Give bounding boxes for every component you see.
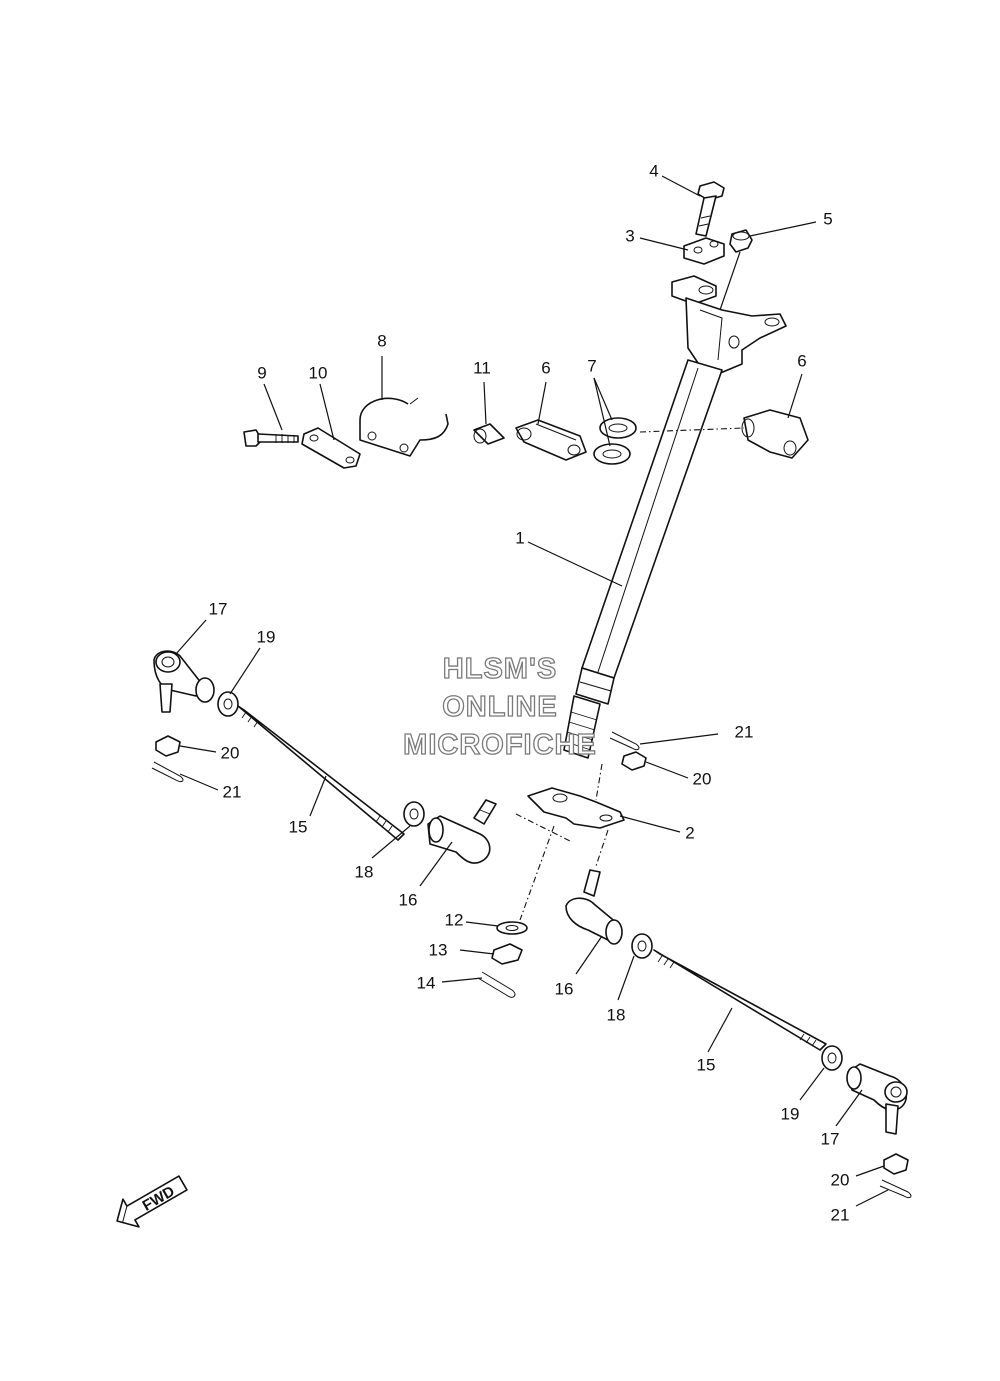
tie-rod-end-16-right bbox=[565, 869, 623, 945]
callout-17-right: 17 bbox=[821, 1130, 840, 1149]
callout-16-left: 16 bbox=[399, 891, 418, 910]
tie-rod-end-17-left bbox=[153, 650, 203, 713]
nut-20-left bbox=[155, 735, 181, 757]
washer-12 bbox=[496, 921, 528, 935]
bushing-6-left bbox=[515, 419, 587, 461]
nut-20-center bbox=[621, 751, 647, 771]
callout-6-right: 6 bbox=[797, 352, 806, 371]
callout-2: 2 bbox=[685, 824, 694, 843]
spring-clip-8 bbox=[359, 397, 449, 457]
callout-21-right: 21 bbox=[831, 1206, 850, 1225]
nut-20-right bbox=[883, 1153, 909, 1175]
callout-20-right: 20 bbox=[831, 1171, 850, 1190]
callout-7: 7 bbox=[587, 357, 596, 376]
watermark: HLSM'S ONLINE MICROFICHE bbox=[403, 652, 597, 761]
callout-17-left: 17 bbox=[209, 600, 228, 619]
callout-21-left: 21 bbox=[223, 783, 242, 802]
callout-6-left: 6 bbox=[541, 359, 550, 378]
callout-15-left: 15 bbox=[289, 818, 308, 837]
watermark-line-1: HLSM'S bbox=[443, 653, 557, 685]
tie-rod-end-17-right bbox=[846, 1063, 908, 1135]
cotter-pin-14 bbox=[477, 971, 516, 998]
washer-7 bbox=[593, 417, 637, 465]
bolt-4 bbox=[695, 181, 725, 237]
callout-10: 10 bbox=[309, 364, 328, 383]
callout-19-left: 19 bbox=[257, 628, 276, 647]
steering-shaft bbox=[563, 275, 787, 759]
callout-5: 5 bbox=[823, 210, 832, 229]
callout-15-right: 15 bbox=[697, 1056, 716, 1075]
watermark-line-2: ONLINE bbox=[442, 691, 558, 723]
pitman-arm-2 bbox=[527, 787, 625, 829]
grommet-5 bbox=[729, 229, 753, 253]
plate-10 bbox=[301, 427, 361, 469]
callout-labels: 1 2 3 4 5 6 6 7 8 9 10 11 12 13 14 15 15… bbox=[209, 162, 850, 1225]
callout-21-center: 21 bbox=[735, 723, 754, 742]
callout-11: 11 bbox=[473, 359, 491, 378]
callout-13: 13 bbox=[429, 941, 448, 960]
watermark-line-3: MICROFICHE bbox=[403, 729, 597, 761]
tie-rod-15-left bbox=[237, 705, 405, 841]
callout-20-center: 20 bbox=[693, 770, 712, 789]
nut-13 bbox=[491, 943, 523, 965]
tie-rod-15-right bbox=[653, 949, 827, 1051]
clamp-3 bbox=[683, 237, 725, 265]
callout-14: 14 bbox=[417, 974, 436, 993]
callout-18-left: 18 bbox=[355, 863, 374, 882]
locknut-19-right bbox=[821, 1045, 843, 1071]
tie-rod-end-16-left bbox=[427, 799, 497, 864]
locknut-18-right bbox=[631, 933, 653, 959]
callout-16-right: 16 bbox=[555, 980, 574, 999]
callout-8: 8 bbox=[377, 332, 386, 351]
collar-11 bbox=[473, 423, 505, 445]
callout-20-left: 20 bbox=[221, 744, 240, 763]
cotter-pin-21-right bbox=[879, 1179, 912, 1199]
callout-3: 3 bbox=[625, 227, 634, 246]
callout-1: 1 bbox=[515, 529, 524, 548]
callout-19-right: 19 bbox=[781, 1105, 800, 1124]
callout-9: 9 bbox=[257, 364, 266, 383]
callout-4: 4 bbox=[649, 162, 658, 181]
leader-lines bbox=[175, 175, 889, 1207]
cotter-pin-21-left bbox=[151, 761, 184, 783]
fwd-arrow-icon: FWD bbox=[116, 1175, 188, 1228]
bushing-6-right bbox=[741, 409, 809, 459]
locknut-18-left bbox=[403, 801, 425, 827]
callout-12: 12 bbox=[445, 911, 464, 930]
cotter-pin-21-center bbox=[609, 731, 640, 751]
bolt-9 bbox=[243, 429, 299, 447]
locknut-19-left bbox=[195, 677, 239, 717]
callout-18-right: 18 bbox=[607, 1006, 626, 1025]
